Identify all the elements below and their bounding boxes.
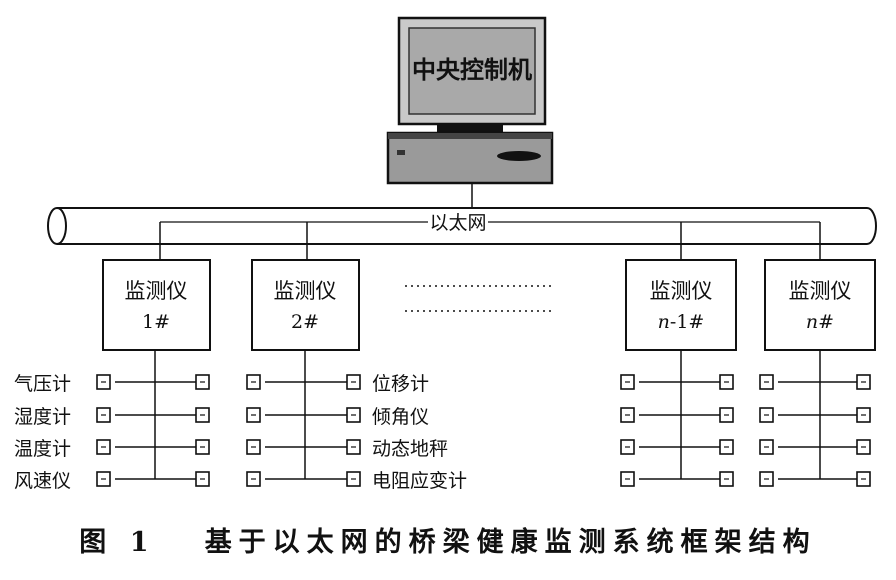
figure-caption: 图 1 基于以太网的桥梁健康监测系统框架结构 xyxy=(0,520,896,559)
sensor-label-barometer: 气压计 xyxy=(14,373,71,395)
central-label: 中央控制机 xyxy=(412,55,532,84)
monitor-n-id-suffix: # xyxy=(818,311,834,333)
sensor-labels-right: 位移计 倾角仪 动态地秤 电阻应变计 xyxy=(372,373,467,492)
monitor-2-id: 2# xyxy=(291,311,319,333)
monitor-n-1-id: n-1# xyxy=(658,311,705,333)
case-top-strip xyxy=(388,133,552,139)
monitor-n-id: n# xyxy=(806,311,834,333)
central-computer: 中央控制机 xyxy=(386,16,554,208)
sensor-label-hygrometer: 湿度计 xyxy=(14,406,71,428)
case-button xyxy=(397,150,405,155)
ethernet-label: 以太网 xyxy=(429,212,486,234)
monitor-n: 监测仪 n# xyxy=(764,259,876,351)
monitor-screen xyxy=(408,27,536,115)
monitor-n-1-id-prefix: n xyxy=(658,311,670,333)
monitor-drops xyxy=(159,222,821,260)
monitor-n-name: 监测仪 xyxy=(789,279,852,303)
monitor-neck xyxy=(437,124,503,133)
monitor-1-name: 监测仪 xyxy=(125,279,188,303)
monitor-n-1: 监测仪 n-1# xyxy=(625,259,737,351)
ellipsis-lines xyxy=(405,285,555,312)
ethernet-bus: 以太网 xyxy=(47,207,877,245)
monitor-1: 监测仪 1# xyxy=(102,259,211,351)
diagram-canvas: 中央控制机 以太网 监测仪 1# 监测仪 2# 监测仪 n- xyxy=(14,16,877,492)
monitor-n-1-id-suffix: -1# xyxy=(670,311,704,333)
monitor-n-1-name: 监测仪 xyxy=(650,279,713,303)
monitor-n-id-prefix: n xyxy=(806,311,818,333)
sensor-label-weigh-in-motion: 动态地秤 xyxy=(372,438,448,460)
monitor-2: 监测仪 2# xyxy=(251,259,360,351)
monitor-2-name: 监测仪 xyxy=(274,279,337,303)
sensor-trees xyxy=(96,350,871,487)
sensor-labels-left: 气压计 湿度计 温度计 风速仪 xyxy=(14,373,71,492)
figure-title: 基于以太网的桥梁健康监测系统框架结构 xyxy=(204,527,817,558)
monitor-1-id: 1# xyxy=(142,311,170,333)
disk-drive-slot xyxy=(497,151,541,161)
sensor-label-displacement: 位移计 xyxy=(372,373,429,395)
sensor-label-strain-gauge: 电阻应变计 xyxy=(372,470,467,492)
sensor-label-thermometer: 温度计 xyxy=(14,438,71,460)
sensor-label-anemometer: 风速仪 xyxy=(14,470,71,492)
sensor-label-inclinometer: 倾角仪 xyxy=(372,406,429,428)
figure-number: 图 1 xyxy=(79,527,156,558)
